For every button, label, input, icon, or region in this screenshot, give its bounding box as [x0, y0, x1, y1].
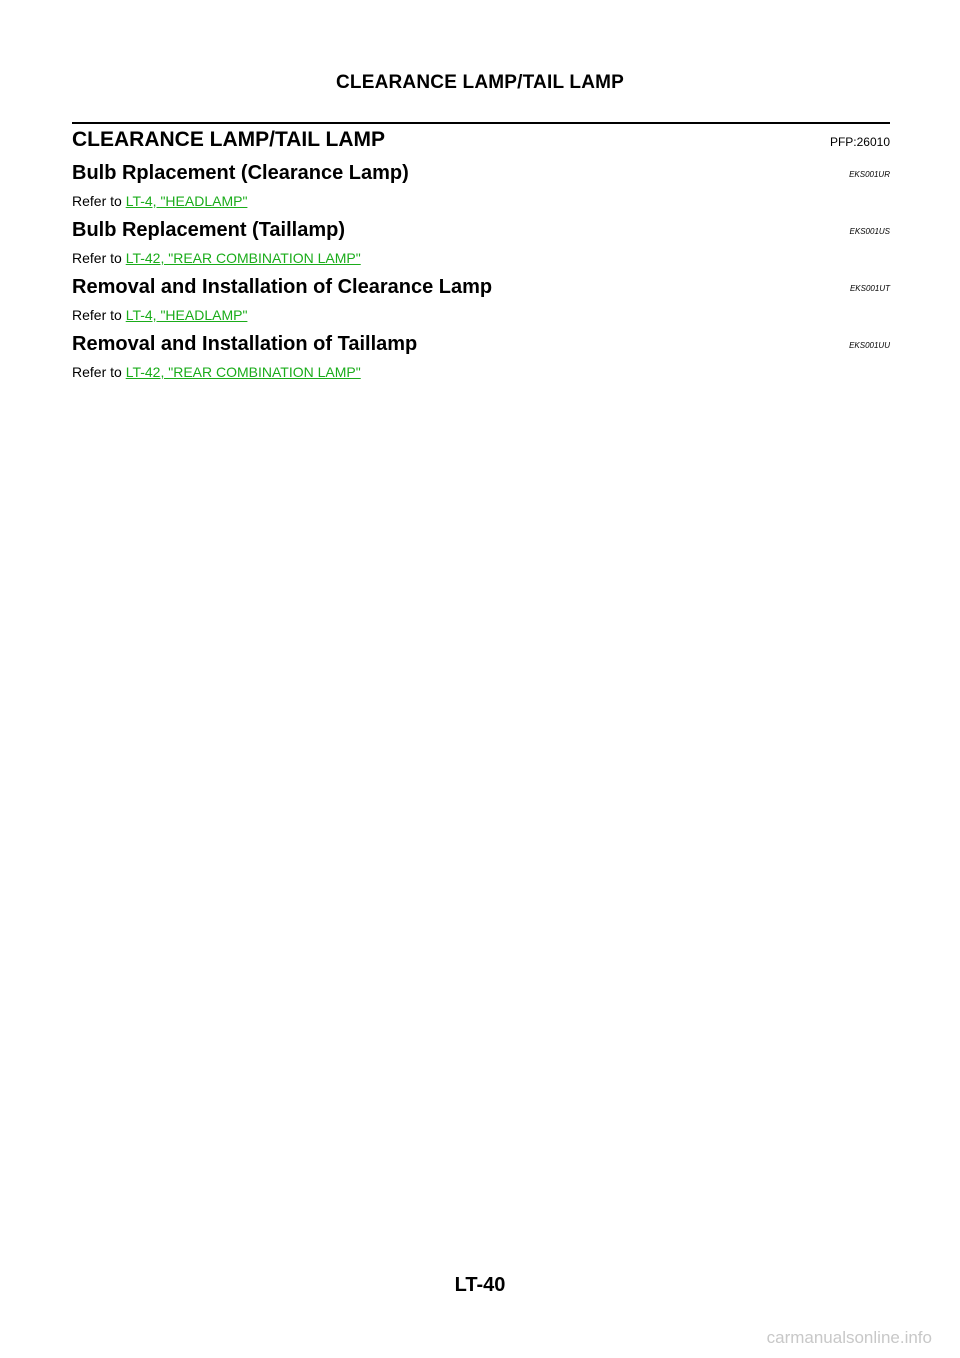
- section-removal-taillamp: Removal and Installation of Taillamp EKS…: [72, 333, 890, 380]
- section-removal-clearance-lamp: Removal and Installation of Clearance La…: [72, 276, 890, 323]
- refer-text: Refer to LT-42, "REAR COMBINATION LAMP": [72, 364, 890, 380]
- reference-link-rear-combination-lamp[interactable]: LT-42, "REAR COMBINATION LAMP": [125, 364, 361, 380]
- reference-link-headlamp[interactable]: LT-4, "HEADLAMP": [125, 307, 248, 323]
- section-bulb-replacement-taillamp: Bulb Replacement (Taillamp) EKS001US Ref…: [72, 219, 890, 266]
- page-header-title: CLEARANCE LAMP/TAIL LAMP: [335, 72, 625, 93]
- section-code: EKS001US: [849, 227, 890, 236]
- section-heading: Bulb Rplacement (Clearance Lamp): [72, 162, 409, 184]
- refer-prefix: Refer to: [72, 250, 126, 266]
- section-heading-row: Removal and Installation of Taillamp EKS…: [72, 333, 890, 356]
- refer-text: Refer to LT-4, "HEADLAMP": [72, 193, 890, 209]
- watermark: carmanualsonline.info: [766, 1328, 932, 1347]
- section-bulb-replacement-clearance: Bulb Rplacement (Clearance Lamp) EKS001U…: [72, 162, 890, 209]
- refer-prefix: Refer to: [72, 307, 126, 323]
- section-code: EKS001UT: [849, 284, 890, 293]
- section-heading: Bulb Replacement (Taillamp): [72, 219, 346, 241]
- pfp-code: PFP:26010: [829, 135, 890, 149]
- section-heading: Removal and Installation of Clearance La…: [72, 276, 493, 298]
- section-code: EKS001UR: [849, 170, 890, 179]
- reference-link-rear-combination-lamp[interactable]: LT-42, "REAR COMBINATION LAMP": [125, 250, 361, 266]
- section-heading-row: Bulb Rplacement (Clearance Lamp) EKS001U…: [72, 162, 890, 185]
- reference-link-headlamp[interactable]: LT-4, "HEADLAMP": [125, 193, 248, 209]
- main-heading-row: CLEARANCE LAMP/TAIL LAMP PFP:26010: [72, 122, 890, 152]
- page-number: LT-40: [454, 1274, 506, 1296]
- refer-text: Refer to LT-42, "REAR COMBINATION LAMP": [72, 250, 890, 266]
- section-heading-row: Bulb Replacement (Taillamp) EKS001US: [72, 219, 890, 242]
- refer-text: Refer to LT-4, "HEADLAMP": [72, 307, 890, 323]
- main-heading: CLEARANCE LAMP/TAIL LAMP: [72, 128, 386, 151]
- section-code: EKS001UU: [849, 341, 890, 350]
- section-heading: Removal and Installation of Taillamp: [72, 333, 418, 355]
- section-heading-row: Removal and Installation of Clearance La…: [72, 276, 890, 299]
- document-content: CLEARANCE LAMP/TAIL LAMP PFP:26010 Bulb …: [72, 122, 890, 380]
- refer-prefix: Refer to: [72, 193, 126, 209]
- refer-prefix: Refer to: [72, 364, 126, 380]
